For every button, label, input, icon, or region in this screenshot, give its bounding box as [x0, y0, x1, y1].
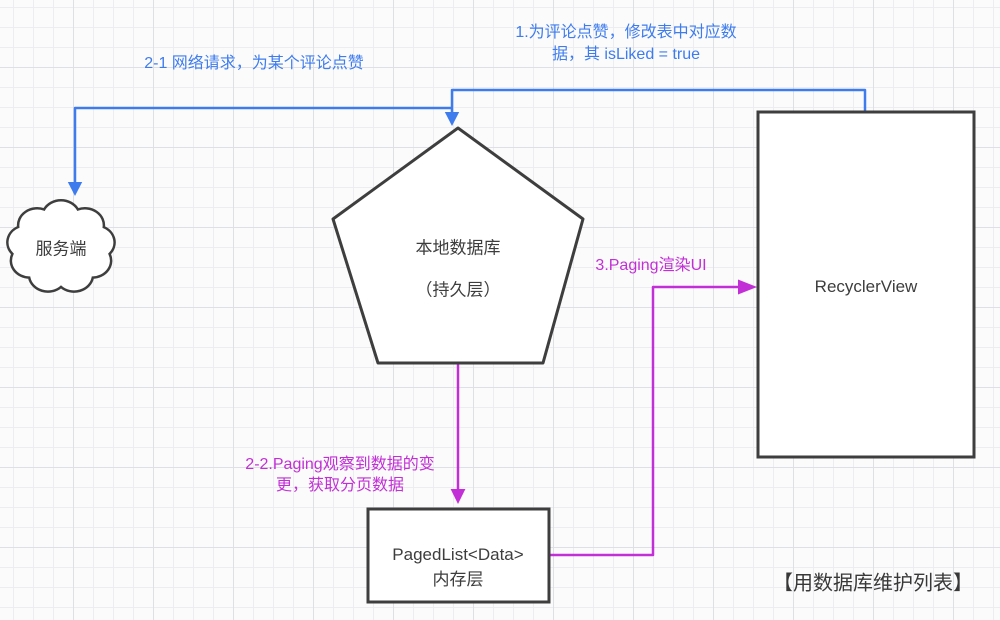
edge-step3-line [549, 285, 739, 557]
edge-step2-1-line [73, 106, 452, 182]
edge-step2-2-label: 2-2.Paging观察到数据的变 更，获取分页数据 [245, 456, 435, 494]
edge-step2-1-arrowhead-icon [67, 182, 83, 196]
server-cloud-label: 服务端 [35, 239, 87, 259]
edge-step1-label: 1.为评论点赞，修改表中对应数 据，其 isLiked = true [515, 24, 737, 63]
pagedlist-rect-shape [366, 507, 551, 604]
recyclerview-rect-shape [756, 110, 976, 459]
edge-step2-1-label: 2-1 网络请求，为某个评论点赞 [144, 55, 364, 72]
recyclerview-label: RecyclerView [814, 277, 918, 296]
pagedlist-label: PagedList<Data> 内存层 [392, 545, 524, 589]
edge-step2-2-arrowhead-icon [450, 489, 466, 504]
edge-step3-arrowhead-icon [738, 279, 757, 295]
server-cloud-shape [6, 199, 116, 293]
database-pentagon-shape [331, 126, 585, 365]
database-subtitle-label: （持久层） [415, 280, 501, 300]
edge-step1-arrowhead-icon [444, 112, 460, 126]
database-title-label: 本地数据库 [415, 238, 501, 258]
edge-step3-label: 3.Paging渲染UI [595, 257, 707, 274]
diagram-caption: 【用数据库维护列表】 [773, 572, 973, 595]
edge-step1-line [450, 88, 867, 112]
